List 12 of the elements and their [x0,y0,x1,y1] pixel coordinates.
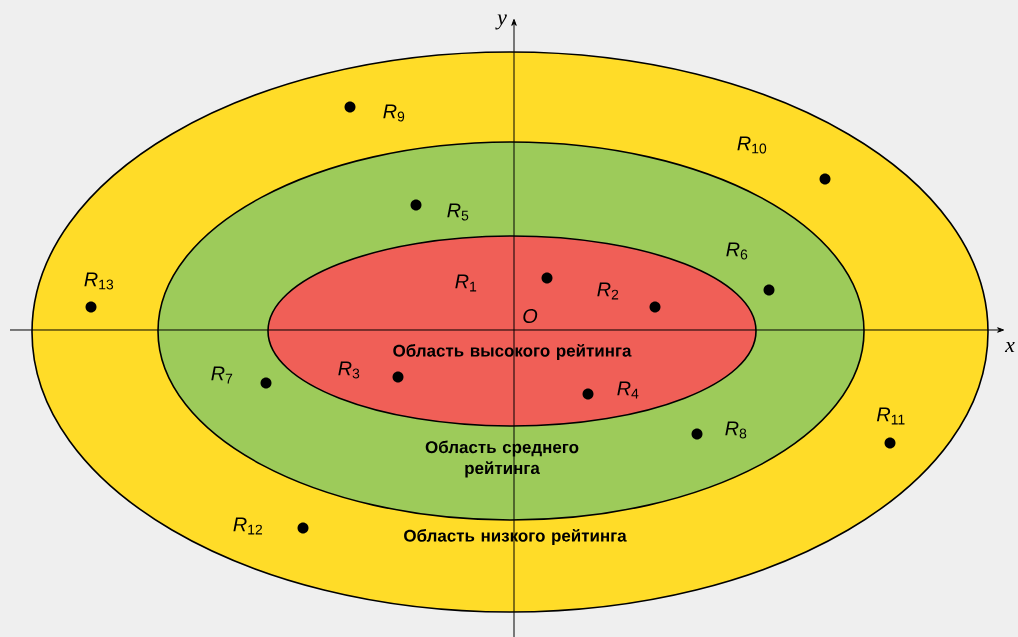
point-label: R$_{4}$ [617,381,639,399]
point-label: R$_{13}$ [84,272,114,290]
point-label: R$_{3}$ [338,361,360,379]
axis-label: y [495,14,507,30]
point-label: R$_{9}$ [383,104,405,122]
point-label: R$_{6}$ [726,242,748,260]
point-label: R$_{1}$ [455,274,477,292]
point-label: R$_{7}$ [211,366,233,384]
axis-label: x [1004,341,1015,352]
point-label: R$_{11}$ [876,407,905,425]
origin-label: O [523,308,538,324]
point-label: R$_{2}$ [597,282,619,300]
